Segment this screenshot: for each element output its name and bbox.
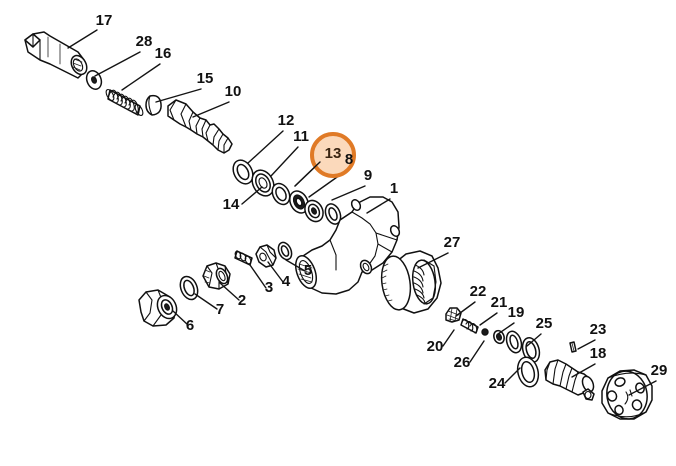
callout-number-21: 21	[491, 294, 508, 311]
leader-line-3	[249, 264, 267, 289]
part-9-o-ring	[324, 203, 342, 225]
highlight-ring	[294, 132, 356, 187]
leader-line-9	[331, 185, 366, 201]
leader-line-22	[455, 301, 476, 317]
leader-line-14	[241, 186, 263, 205]
part-18-control-valve	[544, 359, 595, 401]
callout-number-19: 19	[508, 304, 525, 321]
leader-line-26	[469, 340, 485, 363]
leader-line-12	[247, 130, 284, 164]
part-12-o-ring	[232, 159, 254, 185]
part-8-spacer-bushing	[304, 199, 324, 223]
part-2-valve-insert	[202, 262, 231, 290]
part-24-o-ring-large	[516, 356, 540, 388]
leader-line-15	[155, 88, 202, 103]
callout-number-2: 2	[238, 292, 246, 309]
callout-number-13: 13	[325, 145, 342, 162]
part-7-o-ring	[179, 275, 199, 301]
part-22-spring-washer	[445, 307, 462, 323]
part-19-o-ring	[505, 330, 523, 354]
part-13-seal-washer	[289, 190, 309, 214]
leader-line-11	[270, 146, 299, 177]
part-3-filter-screen	[234, 250, 253, 266]
part-21-ball-bearing	[481, 328, 489, 336]
part-1-pump-body	[294, 196, 401, 295]
part-26-small-washer	[493, 329, 505, 345]
callout-number-20: 20	[427, 338, 444, 355]
leader-line-17	[67, 29, 98, 49]
callout-number-8: 8	[345, 151, 353, 168]
leader-lines	[67, 29, 657, 396]
leader-line-1	[366, 198, 391, 214]
callout-number-23: 23	[590, 321, 607, 338]
part-17-valve-housing-cap	[24, 31, 88, 79]
part-10-valve-spindle	[167, 99, 233, 154]
leader-line-29	[628, 380, 657, 396]
part-16-compression-spring	[105, 88, 144, 117]
callout-number-26: 26	[454, 354, 471, 371]
callout-number-12: 12	[278, 112, 295, 129]
leader-line-16	[121, 63, 161, 91]
callout-number-17: 17	[96, 12, 113, 29]
leader-line-20	[442, 329, 455, 347]
callout-number-11: 11	[293, 128, 309, 145]
leader-line-13-overlay	[294, 161, 321, 187]
part-15-ball	[145, 94, 162, 116]
callout-number-9: 9	[364, 167, 372, 184]
callout-number-1: 1	[390, 180, 398, 197]
callout-number-28: 28	[136, 33, 153, 50]
part-4-fitting-nipple	[255, 244, 277, 268]
leader-line-21	[479, 312, 498, 326]
callout-number-6: 6	[186, 317, 194, 334]
leader-line-28	[94, 51, 141, 77]
callout-number-4: 4	[282, 273, 291, 290]
part-27-gear-pulley	[380, 250, 442, 314]
callout-number-18: 18	[590, 345, 607, 362]
part-29-end-cover-flange	[601, 369, 653, 420]
part-23-roll-pin	[569, 341, 577, 353]
part-14-back-up-ring	[271, 182, 291, 206]
callout-number-10: 10	[225, 83, 242, 100]
leader-line-5	[285, 259, 306, 272]
callout-number-7: 7	[216, 301, 224, 318]
leader-line-18	[571, 363, 596, 378]
leader-line-24	[504, 367, 521, 384]
callout-number-16: 16	[155, 45, 172, 62]
part-11-seal-ring	[251, 169, 275, 197]
highlight-circle-13	[310, 132, 356, 178]
part-25-o-ring	[521, 337, 541, 363]
callout-number-27: 27	[444, 234, 461, 251]
leader-line-6	[172, 310, 189, 326]
leader-line-10	[192, 101, 230, 118]
callout-number-3: 3	[265, 279, 273, 296]
leader-line-27	[417, 252, 449, 269]
leader-line-7	[194, 293, 218, 310]
callout-number-5: 5	[304, 262, 312, 279]
part-5-o-ring	[277, 241, 293, 261]
callout-number-15: 15	[197, 70, 214, 87]
leader-line-23	[577, 339, 596, 350]
callout-number-29: 29	[651, 362, 668, 379]
part-28-flat-washer	[85, 70, 103, 90]
callout-number-25: 25	[536, 315, 553, 332]
leader-line-4	[267, 261, 284, 283]
leader-line-19	[497, 322, 515, 335]
part-20-coil-spring-small	[460, 318, 479, 334]
callout-number-14: 14	[223, 196, 240, 213]
leader-line-2	[219, 282, 240, 301]
callout-number-22: 22	[470, 283, 487, 300]
callout-number-24: 24	[489, 375, 506, 392]
leader-line-25	[526, 333, 542, 347]
part-6-hex-plug	[138, 289, 178, 327]
